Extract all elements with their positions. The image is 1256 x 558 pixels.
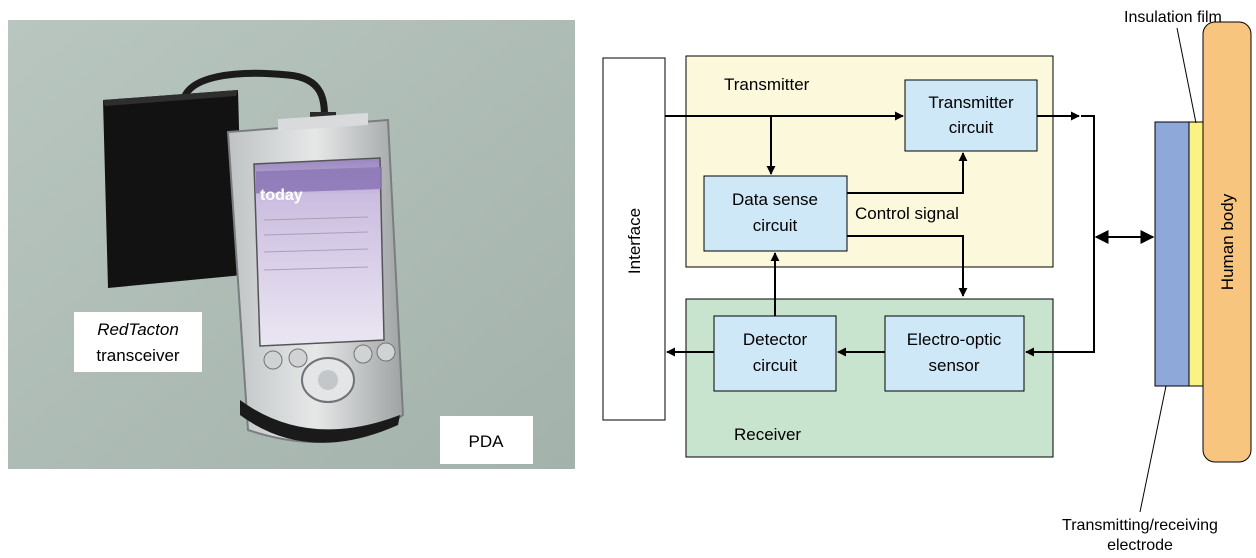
electrode-label-line2: electrode: [1107, 537, 1173, 554]
electrode-leader: [1139, 385, 1167, 513]
arrow-control-to-electro-optic-sensor: [847, 235, 968, 297]
control-signal-label: Control signal: [855, 204, 959, 223]
detector-circuit-line2: circuit: [753, 356, 798, 375]
pda-label-box: [440, 416, 533, 464]
insulation-film-label: Insulation film: [1124, 9, 1222, 26]
electro-optic-sensor-box: [884, 315, 1025, 392]
electrode-plate: [1154, 121, 1190, 387]
data-sense-circuit-line1: Data sense: [732, 190, 818, 209]
detector-circuit-line1: Detector: [743, 330, 808, 349]
transceiver-label-line2: transceiver: [96, 346, 179, 365]
transceiver-label-line1: RedTacton: [97, 320, 179, 339]
receiver-label: Receiver: [734, 425, 801, 444]
pda-screen: [253, 157, 385, 347]
transceiver-label-box: [74, 312, 202, 372]
interface-block: [602, 57, 666, 421]
human-body: [1202, 21, 1252, 463]
transmitter-circuit-line2: circuit: [949, 118, 994, 137]
photo-redtacton-pda: today RedTacton transceiver PDA: [8, 20, 575, 469]
insulation-film-leader: [1176, 27, 1197, 124]
arrow-control-to-transmitter-circuit: [847, 152, 968, 194]
human-body-label: Human body: [1218, 193, 1237, 290]
data-sense-circuit-line2: circuit: [753, 216, 798, 235]
signal-bus: [1081, 115, 1095, 353]
pda-screen-title: today: [260, 187, 303, 204]
pda-label: PDA: [469, 432, 505, 451]
transceiver-box: [103, 90, 243, 288]
electrode-label-line1: Transmitting/receiving: [1062, 517, 1218, 534]
data-sense-circuit-box: [703, 175, 848, 252]
cable: [179, 69, 328, 126]
electro-optic-sensor-line2: sensor: [928, 356, 979, 375]
transmitter-label: Transmitter: [724, 75, 810, 94]
insulation-film: [1188, 121, 1204, 387]
transmitter-circuit-box: [904, 79, 1038, 152]
transmitter-circuit-line1: Transmitter: [928, 93, 1014, 112]
detector-circuit-box: [713, 315, 837, 392]
interface-label: Interface: [625, 208, 644, 274]
electro-optic-sensor-line1: Electro-optic: [907, 330, 1002, 349]
